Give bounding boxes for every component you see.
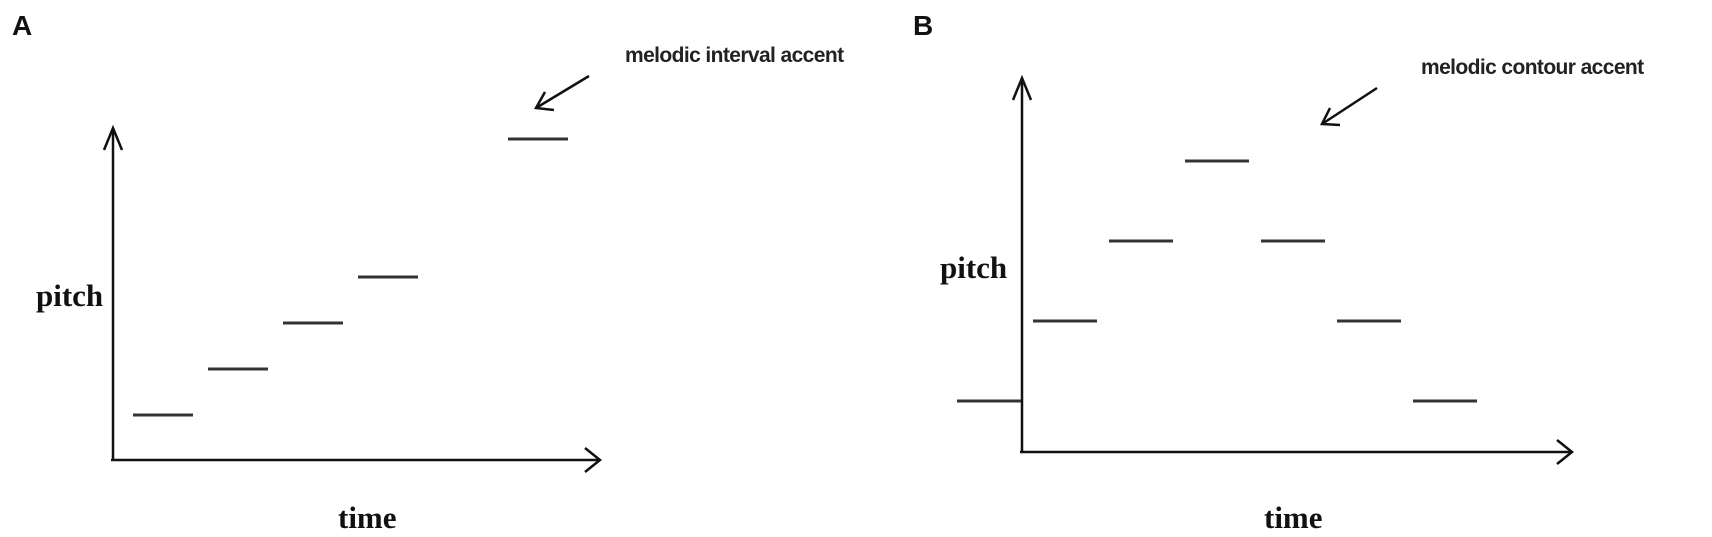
- y-axis-arrowhead-b: [1011, 74, 1033, 101]
- annotation-arrowhead-a: [533, 91, 555, 112]
- x-axis-label-b: time: [1264, 500, 1323, 535]
- annotation-arrow-a: [535, 74, 590, 110]
- diagram-b: pitch time melodic contour accent: [940, 56, 1645, 535]
- panel-letter-a: A: [12, 10, 33, 41]
- panel-letter-b: B: [913, 10, 934, 41]
- panel-b: B pitch time melodic contour accent: [856, 0, 1712, 537]
- annotation-arrowhead-b: [1320, 107, 1341, 127]
- diagram-a: pitch time melodic interval accent: [36, 44, 845, 535]
- annotation-b: melodic contour accent: [1421, 56, 1644, 79]
- y-axis-arrowhead-a: [102, 124, 124, 151]
- notes-group-b: [957, 159, 1477, 403]
- annotation-arrow-b: [1321, 86, 1378, 126]
- y-axis-label-b: pitch: [940, 250, 1007, 285]
- panel-a: A pitch time melodic interval accent: [12, 10, 845, 535]
- x-axis-arrowhead-b: [1556, 439, 1575, 465]
- x-axis-label-a: time: [338, 500, 397, 535]
- x-axis-arrowhead-a: [584, 447, 603, 473]
- y-axis-label-a: pitch: [36, 278, 103, 313]
- notes-group-a: [133, 137, 568, 417]
- annotation-a: melodic interval accent: [625, 44, 844, 67]
